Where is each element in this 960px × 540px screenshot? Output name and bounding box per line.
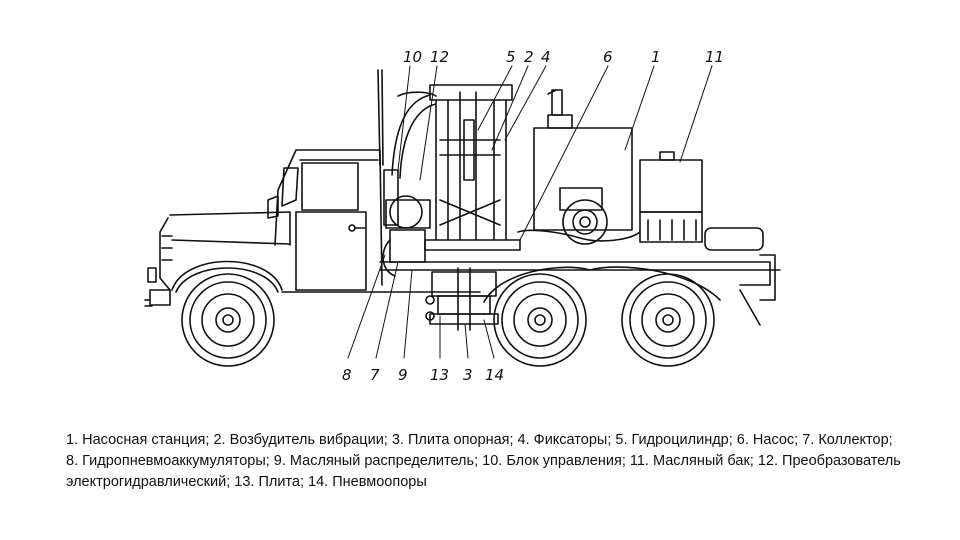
callout-7: 7	[370, 366, 380, 384]
rear-wheel	[621, 273, 715, 367]
callout-leaders-top	[397, 65, 713, 241]
callout-6-top: 6	[603, 48, 613, 66]
middle-wheel	[493, 273, 587, 367]
oil-tank	[639, 151, 764, 251]
vibrator-truck-drawing: 10 12 5 2 4 6 1 11 8 7 9 13 3 14	[144, 48, 781, 384]
callout-12: 12	[430, 48, 449, 66]
control-block	[382, 169, 431, 277]
legend-caption: 1. Насосная станция; 2. Возбудитель вибр…	[66, 432, 901, 490]
baseplate	[425, 267, 499, 331]
frame-and-fenders	[171, 254, 781, 326]
vibrator-column	[391, 84, 521, 251]
truck-cab	[267, 149, 383, 291]
callout-14: 14	[485, 366, 504, 384]
callout-leaders-bottom	[347, 254, 495, 359]
callout-4: 4	[541, 48, 551, 66]
callout-13: 13	[430, 366, 449, 384]
callout-11: 11	[705, 48, 724, 66]
pump-station	[517, 89, 641, 245]
callout-3: 3	[463, 366, 473, 384]
antenna	[377, 69, 384, 166]
truck-hood	[144, 211, 291, 307]
callout-2: 2	[524, 48, 534, 66]
callout-5: 5	[506, 48, 516, 66]
callout-10: 10	[403, 48, 422, 66]
callout-1: 1	[651, 48, 661, 66]
front-wheel	[181, 273, 275, 367]
callout-9: 9	[398, 366, 408, 384]
callout-8: 8	[342, 366, 352, 384]
